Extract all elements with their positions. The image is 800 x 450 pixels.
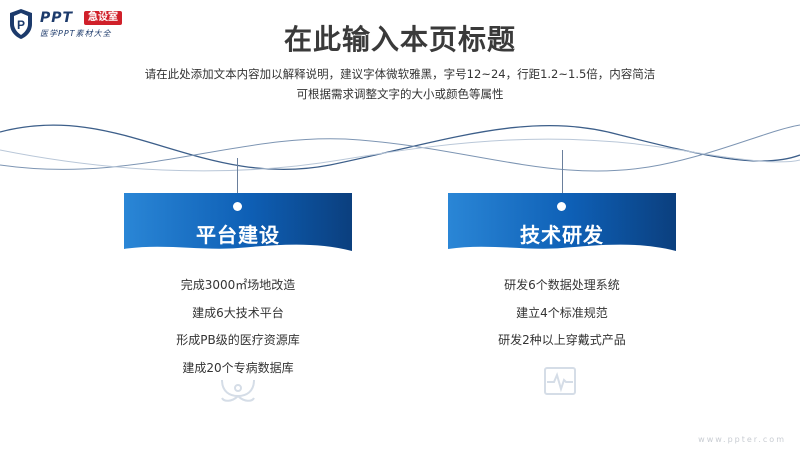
banner-dot: [557, 202, 566, 211]
watermark: www.ppter.com: [698, 435, 786, 444]
decorative-wave-lines: [0, 124, 800, 172]
banner-research: 技术研发: [448, 193, 676, 251]
list-item: 完成3000㎡场地改造: [180, 278, 296, 292]
heart-monitor-icon: [543, 366, 577, 402]
svg-text:P: P: [17, 18, 25, 32]
list-item: 建成6大技术平台: [192, 305, 284, 320]
page-title: 在此输入本页标题: [283, 23, 516, 56]
banner-shape: [448, 193, 676, 251]
list-item: 建成20个专病数据库: [182, 360, 294, 375]
list-item: 建立4个标准规范: [516, 305, 608, 320]
list-item: 研发6个数据处理系统: [504, 278, 620, 292]
banner-heading: 平台建设: [196, 223, 280, 247]
banner-shape: [124, 193, 352, 251]
description-line-1: 请在此处添加文本内容加以解释说明，建议字体微软雅黑，字号12~24，行距1.2~…: [144, 67, 656, 81]
banner-heading: 技术研发: [520, 223, 604, 247]
hanger-line-left: [237, 158, 238, 194]
description-line-2: 可根据需求调整文字的大小或颜色等属性: [296, 87, 504, 101]
list-item: 研发2种以上穿戴式产品: [498, 333, 626, 347]
hanger-line-right: [562, 150, 563, 194]
shield-logo-icon: P: [10, 9, 32, 39]
brand-logo: P PPT 急设室 医学PPT素材大全: [8, 8, 138, 42]
platform-list: 完成3000㎡场地改造 建成6大技术平台 形成PB级的医疗资源库 建成20个专病…: [124, 278, 352, 388]
logo-subtitle: 医学PPT素材大全: [40, 29, 112, 38]
banner-dot: [233, 202, 242, 211]
stethoscope-icon: [218, 378, 258, 408]
list-item: 形成PB级的医疗资源库: [176, 333, 300, 347]
logo-tag: 急设室: [84, 11, 122, 25]
research-list: 研发6个数据处理系统 建立4个标准规范 研发2种以上穿戴式产品: [448, 278, 676, 361]
logo-brand-text: PPT: [40, 10, 74, 26]
banner-platform: 平台建设: [124, 193, 352, 251]
